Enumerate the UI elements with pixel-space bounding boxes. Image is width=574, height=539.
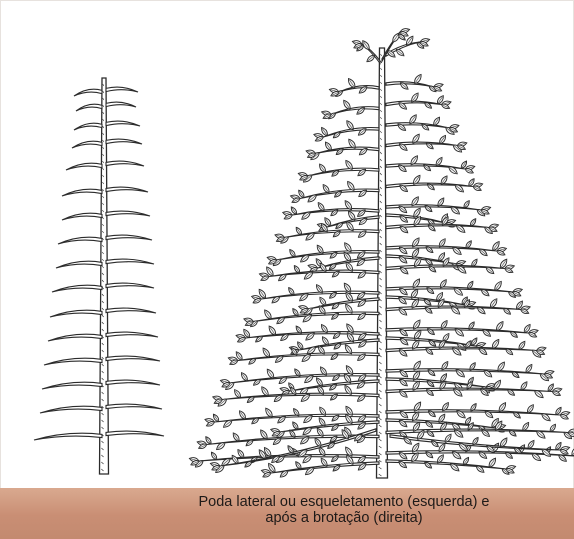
- left-leafy-branch: [228, 343, 379, 366]
- left-leafy-branch: [313, 119, 379, 142]
- left-side-branch: [42, 382, 102, 389]
- right-side-branch: [106, 431, 164, 436]
- right-leafy-branch: [386, 113, 460, 136]
- leaf: [306, 193, 317, 204]
- left-leafy-branch: [212, 384, 379, 408]
- left-side-branch: [40, 406, 102, 413]
- right-side-branch: [106, 332, 158, 337]
- left-leafy-branch: [220, 364, 379, 391]
- right-side-branch: [106, 102, 136, 107]
- right-side-branch: [106, 121, 140, 126]
- left-side-branch: [44, 358, 102, 365]
- left-side-branch: [66, 163, 102, 170]
- left-side-branch: [76, 104, 102, 111]
- left-leafy-branch: [290, 180, 379, 204]
- leaf: [263, 309, 273, 321]
- left-side-branch: [50, 310, 102, 317]
- left-side-branch: [62, 189, 102, 196]
- right-leafy-branch: [386, 278, 523, 299]
- right-side-branch: [106, 259, 154, 264]
- right-leafy-branch: [386, 420, 574, 441]
- right-side-branch: [106, 380, 160, 385]
- left-side-branch: [58, 237, 102, 244]
- left-side-branch: [48, 334, 102, 341]
- right-leafy-branch: [386, 319, 539, 339]
- right-side-branch: [106, 404, 162, 409]
- caption-line-2: após a brotação (direita): [124, 510, 564, 526]
- left-side-branch: [72, 141, 102, 148]
- left-side-branch: [74, 123, 102, 130]
- caption-line-1: Poda lateral ou esqueletamento (esquerda…: [124, 494, 564, 510]
- right-leafy-branch: [386, 92, 452, 111]
- right-leafy-branch: [386, 379, 562, 400]
- right-side-branch: [106, 308, 156, 313]
- crown-shoot: [352, 39, 380, 63]
- left-side-branch: [56, 261, 102, 268]
- figure-caption: Poda lateral ou esqueletamento (esquerda…: [124, 494, 564, 526]
- right-side-branch: [106, 187, 148, 192]
- right-leafy-branch: [386, 297, 531, 316]
- right-leafy-branch: [386, 195, 491, 217]
- left-trunk: [100, 78, 109, 474]
- right-side-branch: [106, 211, 150, 216]
- right-side-branch: [106, 235, 152, 240]
- right-leafy-branch: [386, 174, 483, 194]
- left-side-branch: [52, 285, 102, 292]
- left-side-branch: [34, 433, 102, 440]
- right-leafy-branch: [386, 154, 475, 175]
- left-leafy-branch: [204, 405, 379, 429]
- right-leafy-branch: [386, 73, 444, 93]
- right-side-branch: [106, 283, 154, 288]
- leaf: [366, 54, 376, 64]
- right-leafy-branch: [386, 237, 507, 258]
- right-side-branch: [106, 87, 138, 92]
- pruned-tree-left: [34, 78, 164, 474]
- right-side-branch: [106, 161, 144, 166]
- left-leafy-branch: [298, 159, 379, 184]
- right-side-branch: [106, 139, 142, 144]
- right-side-branch: [106, 356, 160, 361]
- left-leafy-branch: [321, 99, 379, 120]
- pruning-illustration: [0, 0, 574, 488]
- left-side-branch: [74, 89, 102, 96]
- sprouted-tree-right: [189, 27, 574, 478]
- left-leafy-branch: [329, 77, 379, 98]
- left-side-branch: [62, 213, 102, 220]
- right-leafy-branch: [386, 338, 547, 359]
- right-leafy-branch: [386, 133, 467, 154]
